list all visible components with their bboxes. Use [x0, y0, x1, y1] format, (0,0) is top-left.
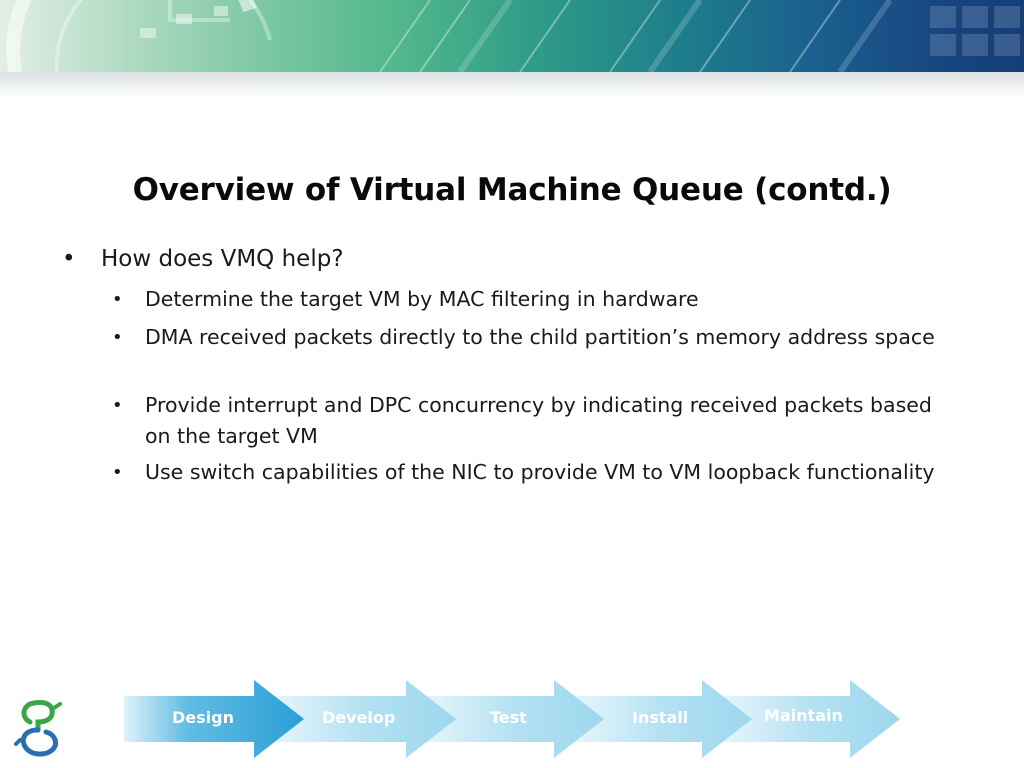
bullet-marker: • [112, 327, 123, 348]
sub-bullet-text: Determine the target VM by MAC filtering… [145, 287, 699, 311]
banner-shadow [0, 72, 1024, 98]
sub-bullet-text: Provide interrupt and DPC concurrency by… [145, 393, 932, 448]
sub-bullet: • Provide interrupt and DPC concurrency … [112, 390, 942, 452]
sub-bullet: • DMA received packets directly to the c… [112, 322, 942, 353]
banner-decoration [6, 0, 1020, 72]
arrow-maintain [724, 680, 900, 758]
step-design-label: Design [172, 708, 234, 727]
arrow-develop [274, 680, 456, 758]
sub-bullet-text: Use switch capabilities of the NIC to pr… [145, 460, 935, 484]
sub-bullet-text: DMA received packets directly to the chi… [145, 325, 935, 349]
step-develop-label: Develop [322, 708, 396, 727]
bullet-marker: • [112, 462, 123, 483]
bullet-marker: • [112, 395, 123, 416]
step-maintain-label: Maintain [764, 706, 843, 725]
main-bullet-text: How does VMQ help? [101, 246, 344, 272]
header-banner [0, 0, 1024, 72]
process-arrows [124, 680, 900, 758]
sub-bullet: • Use switch capabilities of the NIC to … [112, 457, 942, 488]
arrow-design [124, 680, 304, 758]
process-flow: Design Develop Test Install Maintain [124, 680, 914, 758]
step-install-label: Install [632, 708, 689, 727]
arrow-install [574, 680, 752, 758]
step-test-label: Test [490, 708, 527, 727]
bullet-marker: • [62, 246, 76, 272]
windows-logo-people-icon [14, 699, 66, 760]
sub-bullet: • Determine the target VM by MAC filteri… [112, 284, 942, 315]
arrow-test [424, 680, 604, 758]
bullet-marker: • [112, 289, 123, 310]
slide-title: Overview of Virtual Machine Queue (contd… [132, 172, 892, 208]
